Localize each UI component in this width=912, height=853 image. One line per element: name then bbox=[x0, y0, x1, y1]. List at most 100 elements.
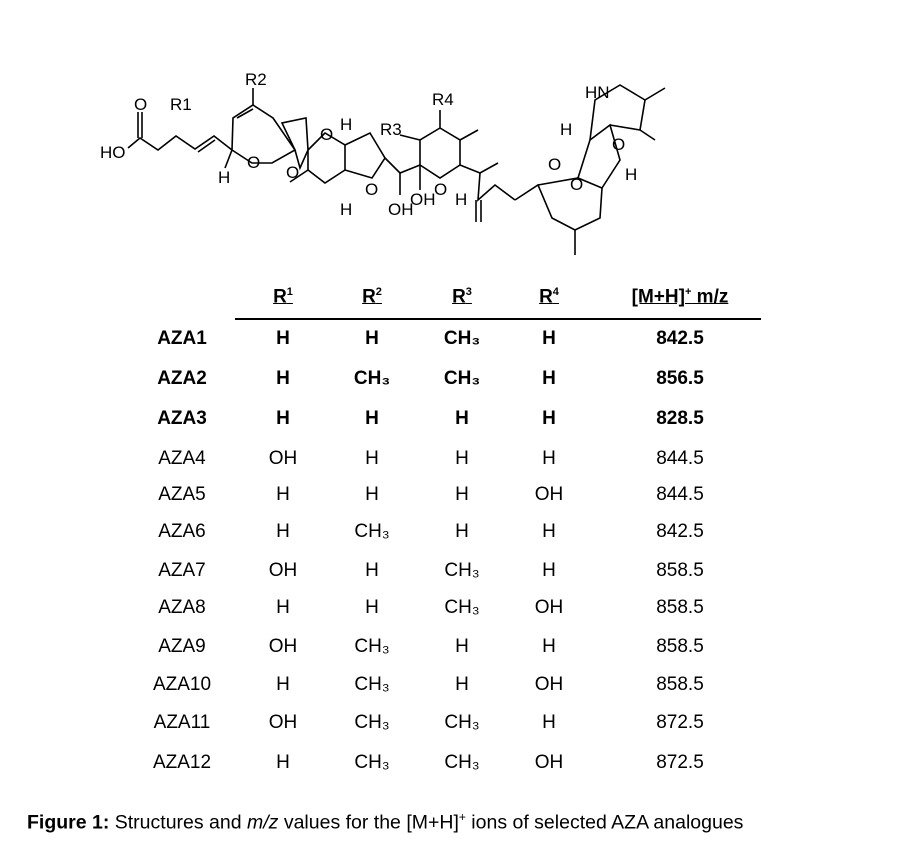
table-header-rule bbox=[235, 318, 761, 320]
cell-mz: 842.5 bbox=[656, 521, 704, 542]
cell-r3: CH₃ bbox=[444, 712, 480, 733]
cell-r2: CH₃ bbox=[354, 636, 390, 657]
cell-r3: H bbox=[455, 408, 469, 429]
cell-r4: OH bbox=[534, 674, 564, 695]
cell-name: AZA6 bbox=[158, 521, 206, 542]
cell-r2: CH₃ bbox=[354, 521, 390, 542]
label-o: O bbox=[320, 125, 333, 144]
label-ho: HO bbox=[100, 143, 126, 162]
label-r4: R4 bbox=[432, 90, 454, 109]
cell-mz: 842.5 bbox=[656, 328, 704, 349]
header-r3: R3 bbox=[452, 286, 472, 308]
cell-name: AZA8 bbox=[158, 597, 206, 618]
cell-r1: H bbox=[276, 368, 290, 389]
cell-r2: CH₃ bbox=[353, 368, 391, 389]
label-h: H bbox=[455, 190, 467, 209]
cell-r1: OH bbox=[268, 560, 298, 581]
label-o: O bbox=[570, 175, 583, 194]
cell-name: AZA1 bbox=[157, 328, 207, 349]
cell-name: AZA7 bbox=[158, 560, 206, 581]
cell-r2: CH₃ bbox=[354, 712, 390, 733]
cell-name: AZA2 bbox=[157, 368, 207, 389]
label-h: H bbox=[340, 200, 352, 219]
table-row: AZA7 OH H CH₃ H 858.5 bbox=[0, 560, 912, 590]
cell-r2: H bbox=[365, 597, 379, 618]
cell-r3: CH₃ bbox=[443, 328, 481, 349]
cell-r2: CH₃ bbox=[354, 674, 390, 695]
cell-mz: 856.5 bbox=[656, 368, 704, 389]
header-r4: R4 bbox=[539, 286, 559, 308]
cell-r3: CH₃ bbox=[444, 752, 480, 773]
cell-r3: CH₃ bbox=[444, 597, 480, 618]
label-r2: R2 bbox=[245, 70, 267, 89]
cell-r4: OH bbox=[534, 484, 564, 505]
header-r2: R2 bbox=[362, 286, 382, 308]
label-oh: OH bbox=[388, 200, 414, 219]
cell-r1: H bbox=[276, 328, 290, 349]
cell-r3: H bbox=[455, 484, 469, 505]
cell-r1: H bbox=[276, 674, 290, 695]
cell-r4: OH bbox=[534, 597, 564, 618]
cell-mz: 828.5 bbox=[656, 408, 704, 429]
cell-mz: 844.5 bbox=[656, 484, 704, 505]
cell-r1: OH bbox=[268, 448, 298, 469]
cell-name: AZA5 bbox=[158, 484, 206, 505]
label-r1: R1 bbox=[170, 95, 192, 114]
label-h: H bbox=[218, 168, 230, 187]
cell-r3: H bbox=[455, 674, 469, 695]
cell-name: AZA3 bbox=[157, 408, 207, 429]
label-o: O bbox=[434, 180, 447, 199]
label-hn: HN bbox=[585, 83, 610, 102]
aza-chemical-structure: HO O R1 R2 H O O O H H O R3 R4 OH OH O H… bbox=[100, 70, 666, 255]
cell-r1: H bbox=[276, 752, 290, 773]
figure-caption: Figure 1: Structures and m/z values for … bbox=[27, 810, 744, 834]
cell-r4: H bbox=[542, 408, 556, 429]
cell-name: AZA9 bbox=[158, 636, 206, 657]
cell-mz: 872.5 bbox=[656, 712, 704, 733]
cell-r3: H bbox=[455, 636, 469, 657]
cell-r1: H bbox=[276, 597, 290, 618]
cell-r2: H bbox=[365, 560, 379, 581]
cell-r3: H bbox=[455, 521, 469, 542]
cell-r3: H bbox=[455, 448, 469, 469]
label-o: O bbox=[548, 155, 561, 174]
cell-r1: OH bbox=[268, 636, 298, 657]
cell-r4: H bbox=[542, 560, 556, 581]
label-r3: R3 bbox=[380, 120, 402, 139]
cell-r3: CH₃ bbox=[444, 560, 480, 581]
cell-name: AZA11 bbox=[153, 712, 211, 733]
cell-name: AZA4 bbox=[158, 448, 206, 469]
cell-r1: H bbox=[276, 521, 290, 542]
cell-r2: CH₃ bbox=[354, 752, 390, 773]
label-o: O bbox=[286, 163, 299, 182]
cell-mz: 858.5 bbox=[656, 597, 704, 618]
label-o: O bbox=[365, 180, 378, 199]
cell-r2: H bbox=[365, 408, 379, 429]
cell-r4: H bbox=[542, 712, 556, 733]
cell-mz: 858.5 bbox=[656, 636, 704, 657]
cell-r4: H bbox=[542, 448, 556, 469]
cell-r4: H bbox=[542, 368, 556, 389]
label-h: H bbox=[625, 165, 637, 184]
table-row: AZA8 H H CH₃ OH 858.5 bbox=[0, 597, 912, 627]
label-h: H bbox=[560, 120, 572, 139]
header-mz: [M+H]+ m/z bbox=[631, 286, 729, 308]
label-o: O bbox=[612, 135, 625, 154]
cell-r4: OH bbox=[534, 752, 564, 773]
cell-r1: H bbox=[276, 484, 290, 505]
cell-mz: 858.5 bbox=[656, 560, 704, 581]
cell-r4: H bbox=[542, 328, 556, 349]
label-h: H bbox=[340, 115, 352, 134]
header-r1: R1 bbox=[273, 286, 293, 308]
label-oh: OH bbox=[410, 190, 436, 209]
cell-name: AZA10 bbox=[152, 674, 212, 695]
cell-name: AZA12 bbox=[152, 752, 212, 773]
